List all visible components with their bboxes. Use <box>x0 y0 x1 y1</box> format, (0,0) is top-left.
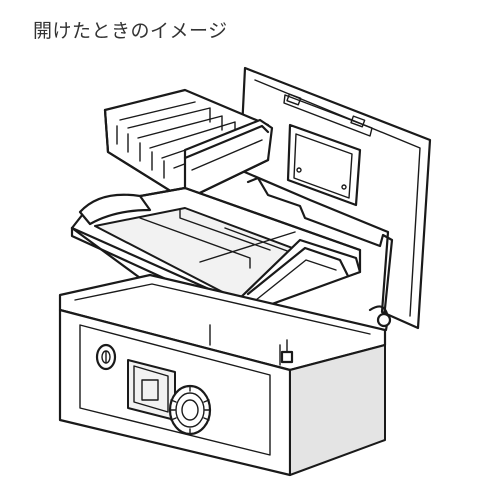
caption: 開けたときのイメージ <box>33 20 228 42</box>
bill-tray <box>70 186 362 332</box>
lid-label-panel <box>286 123 362 207</box>
box-post <box>280 350 294 364</box>
open-lid <box>238 66 432 330</box>
box-body <box>58 273 392 477</box>
